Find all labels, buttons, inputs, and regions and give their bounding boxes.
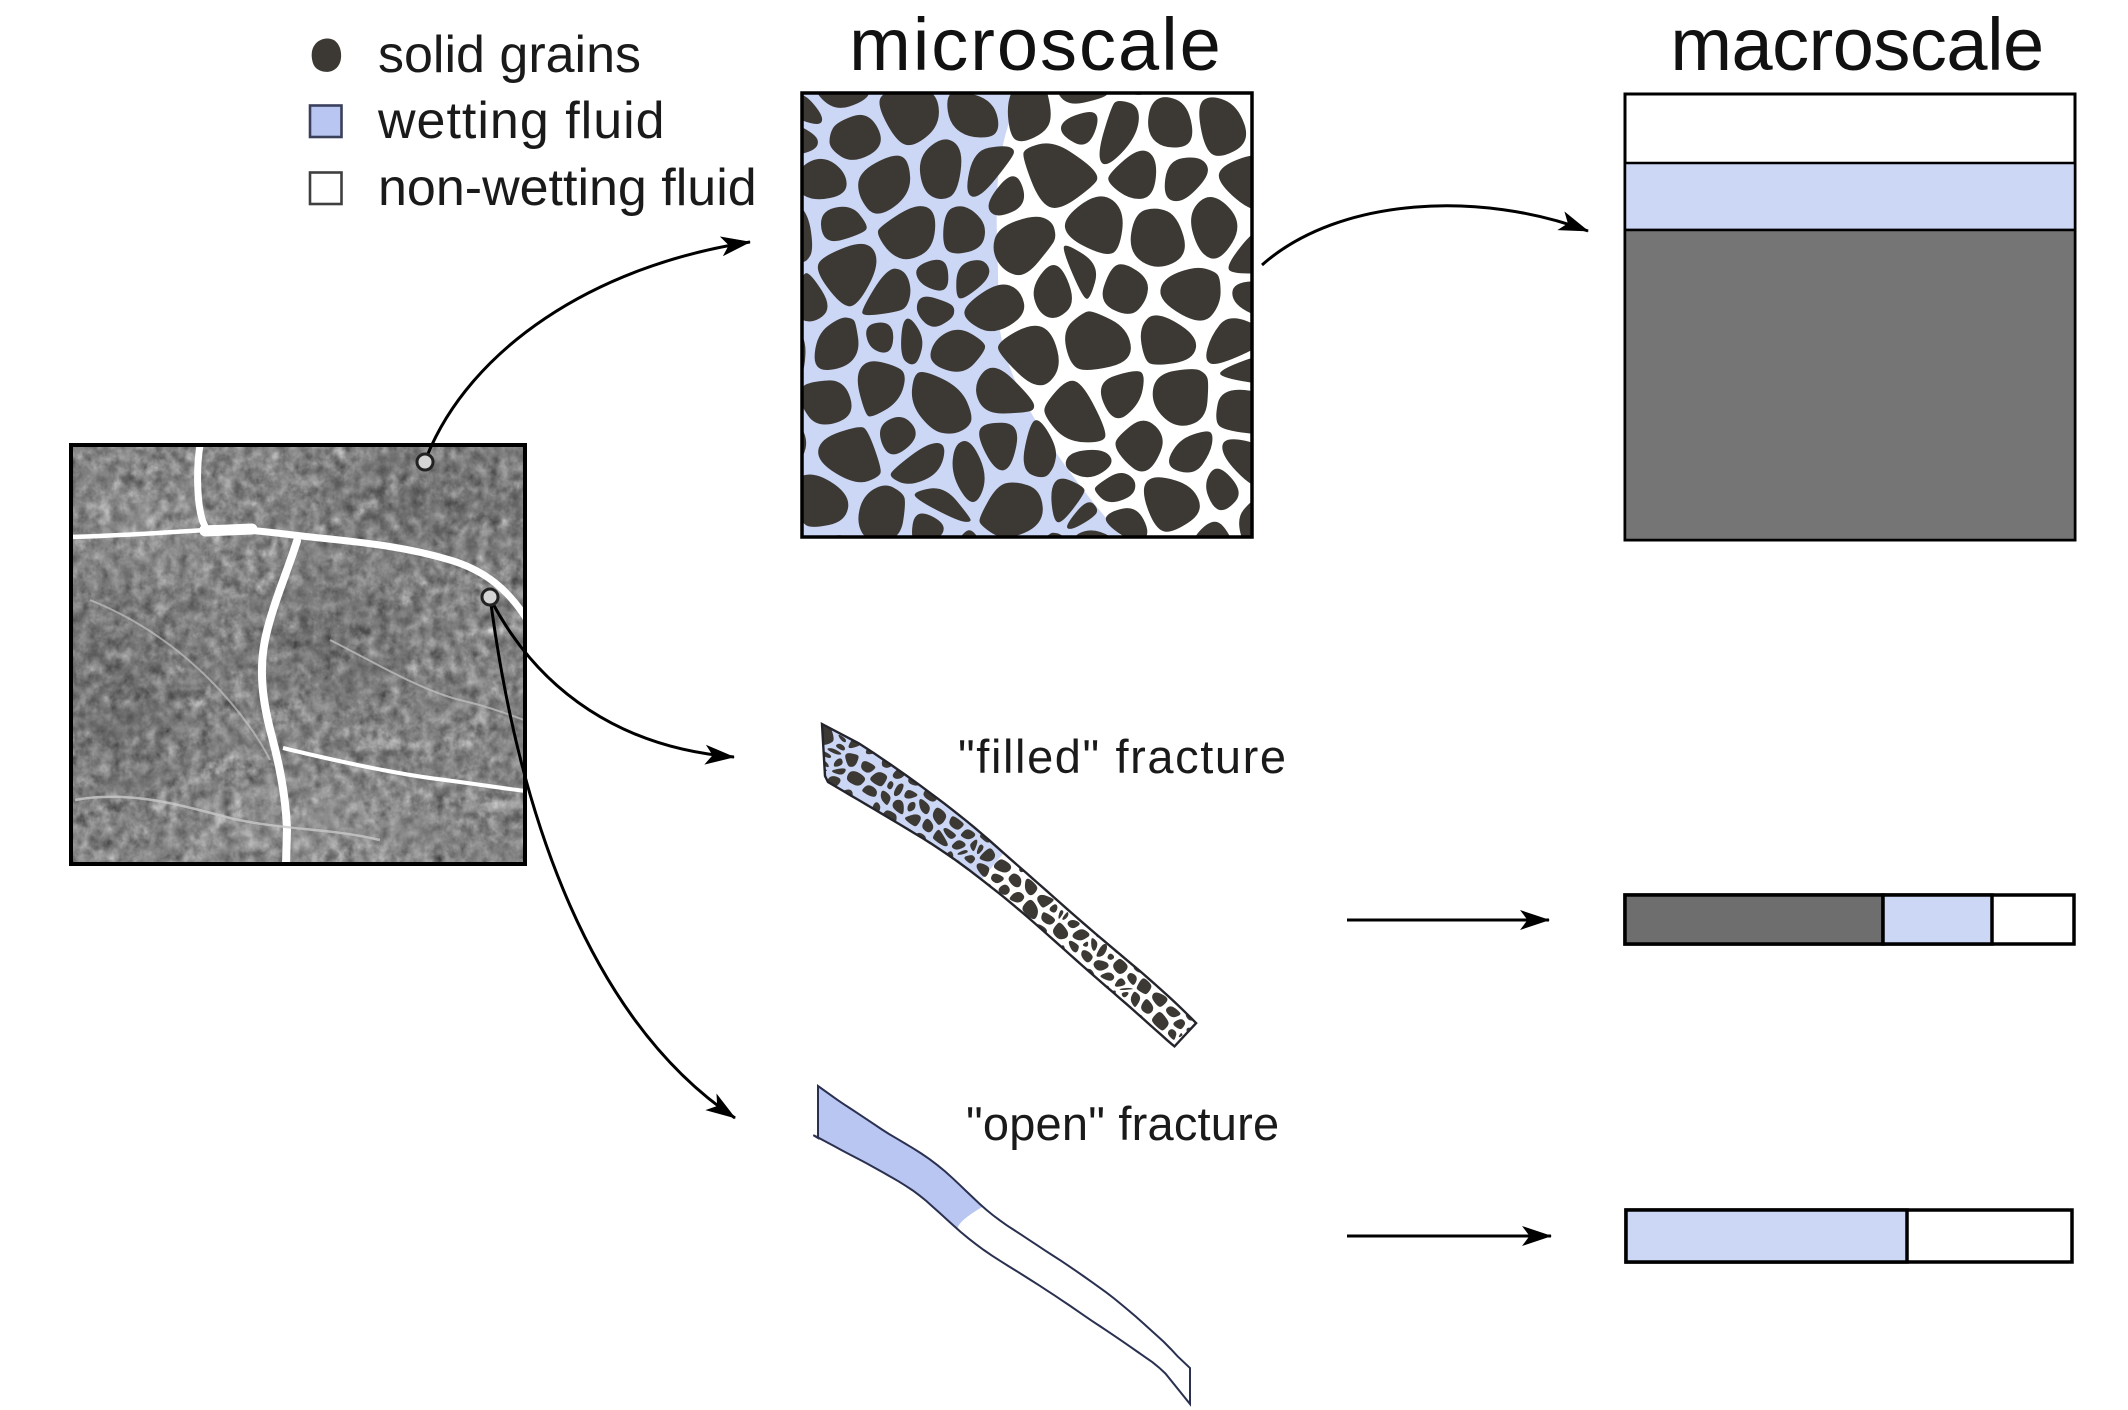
svg-text:solid grains: solid grains: [378, 26, 641, 84]
svg-text:non-wetting fluid: non-wetting fluid: [378, 159, 757, 217]
svg-text:"filled" fracture: "filled" fracture: [958, 730, 1288, 783]
svg-text:microscale: microscale: [849, 3, 1223, 86]
svg-text:"open" fracture: "open" fracture: [966, 1097, 1279, 1150]
svg-text:macroscale: macroscale: [1670, 3, 2043, 86]
svg-text:wetting fluid: wetting fluid: [377, 92, 666, 150]
